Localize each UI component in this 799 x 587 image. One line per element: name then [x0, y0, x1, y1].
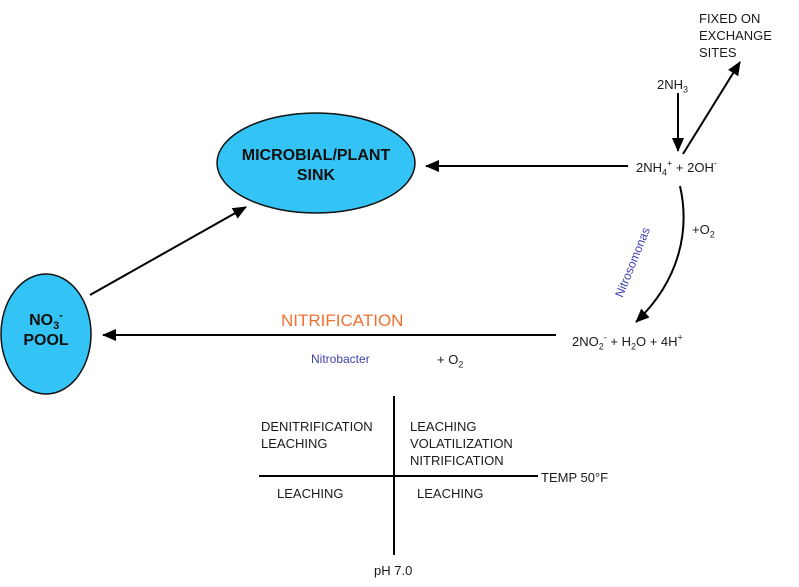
quadrant-top-left: DENITRIFICATION LEACHING: [261, 419, 373, 451]
sink-label: MICROBIAL/PLANT SINK: [217, 146, 415, 186]
quadrant-bottom-left: LEACHING: [277, 486, 344, 501]
quadrant-bottom-right: LEACHING: [417, 486, 484, 501]
arrow-pool-to-sink: [89, 206, 247, 296]
arrow-ammonium-to-fixed: [682, 61, 741, 155]
ammonium-hydroxide-label: 2NH4+ + 2OH-: [636, 158, 717, 178]
pool-label-formula: NO3-: [29, 309, 63, 333]
no3-pool-node: [0, 273, 92, 395]
nitrobacter-label: Nitrobacter: [311, 352, 370, 366]
oxygen-label-nitrobacter: + O2: [437, 352, 464, 370]
arrow-ammonium-to-nitrite: [635, 185, 685, 323]
nh3-label: 2NH3: [657, 77, 689, 95]
pool-label-line2: POOL: [23, 332, 69, 349]
nitrite-products-label: 2NO2- + H2O + 4H+: [572, 332, 683, 352]
fixed-on-exchange-sites-label: FIXED ON EXCHANGE SITES: [699, 11, 772, 60]
sink-label-line2: SINK: [296, 167, 336, 184]
temperature-axis-label: TEMP 50°F: [541, 470, 609, 485]
oxygen-label-nitrosomonas: +O2: [692, 222, 715, 240]
ph-axis-label: pH 7.0: [374, 563, 413, 578]
sink-label-line1: MICROBIAL/PLANT: [241, 147, 391, 164]
pool-label: NO3- POOL: [0, 309, 92, 351]
microbial-plant-sink-node: [216, 112, 416, 214]
nitrification-process-label: NITRIFICATION: [281, 311, 404, 330]
quadrant-top-right: LEACHING VOLATILIZATION NITRIFICATION: [410, 419, 513, 468]
